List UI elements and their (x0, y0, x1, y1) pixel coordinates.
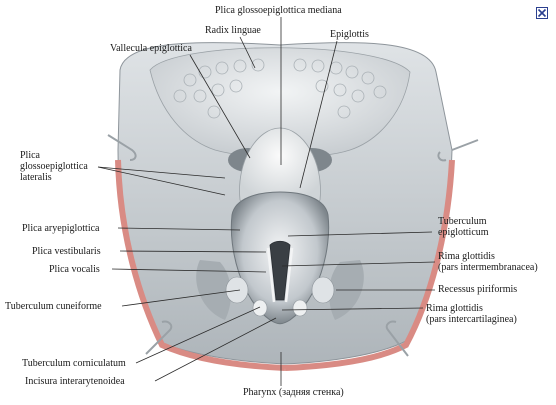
label-vallecula-epiglottica: Vallecula epiglottica (110, 43, 192, 54)
label-epiglottis: Epiglottis (330, 29, 369, 40)
cuneiform-left (225, 276, 249, 304)
piriform-recess-left (196, 260, 232, 320)
corniculate-left (252, 299, 268, 317)
label-rima-glottidis-intercartilaginea-line2: (pars intercartilaginea) (426, 314, 517, 325)
label-tuberculum-epiglotticum-line2: epiglotticum (438, 227, 489, 238)
label-recessus-piriformis: Recessus piriformis (438, 284, 518, 295)
label-plica-glossoepiglottica-lateralis-line3: lateralis (20, 172, 52, 183)
label-plica-vestibularis: Plica vestibularis (32, 246, 101, 257)
label-plica-glossoepiglottica-lateralis-line2: glossoepiglottica (20, 161, 88, 172)
vocal-folds (266, 247, 294, 303)
glottis (269, 240, 291, 301)
corniculate-right (292, 299, 308, 317)
label-incisura-interarytenoidea: Incisura interarytenoidea (25, 376, 125, 387)
label-tuberculum-cuneiforme: Tuberculum cuneiforme (5, 301, 102, 312)
label-radix-linguae: Radix linguae (205, 25, 261, 36)
tongue-papillae (173, 58, 387, 119)
leader-lines (97, 17, 436, 386)
retraction-hooks (107, 134, 479, 357)
label-plica-vocalis: Plica vocalis (49, 264, 100, 275)
label-tuberculum-corniculatum: Tuberculum corniculatum (22, 358, 126, 369)
label-plica-glossoepiglottica-mediana: Plica glossoepiglottica mediana (215, 5, 342, 16)
label-rima-glottidis-intercartilaginea-line1: Rima glottidis (426, 303, 483, 314)
label-rima-glottidis-intermembranacea-line1: Rima glottidis (438, 251, 495, 262)
close-button[interactable] (536, 7, 548, 19)
label-rima-glottidis-intermembranacea-line2: (pars intermembranacea) (438, 262, 538, 273)
label-plica-glossoepiglottica-lateralis-line1: Plica (20, 150, 40, 161)
close-icon (537, 8, 547, 18)
mucosa-rim-right (284, 159, 455, 371)
label-tuberculum-epiglotticum-line1: Tuberculum (438, 216, 487, 227)
label-pharynx: Pharynx (задняя стенка) (243, 387, 344, 398)
mucosa-rim-left (115, 159, 286, 371)
cuneiform-right (311, 276, 335, 304)
label-plica-aryepiglottica: Plica aryepiglottica (22, 223, 100, 234)
tongue-root (149, 47, 411, 158)
